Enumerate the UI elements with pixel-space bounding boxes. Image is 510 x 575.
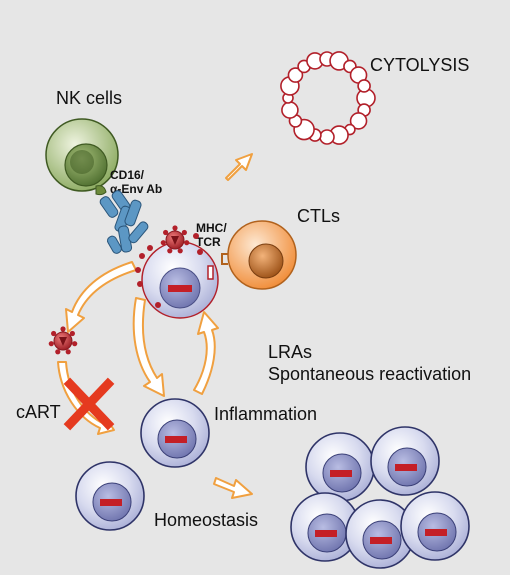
nk-cells-label: NK cells: [56, 88, 122, 108]
virion-spike: [65, 349, 71, 355]
mhc-label: MHC/: [196, 221, 227, 235]
virion-spike: [48, 341, 54, 347]
lras-label: LRAs: [268, 342, 312, 362]
virion-spike: [181, 229, 187, 236]
cytolysis-label: CYTOLYSIS: [370, 55, 469, 75]
virion-spike: [184, 240, 190, 246]
cytolysis-icon: [280, 51, 376, 145]
arrow-to-latency: [132, 297, 165, 397]
alpha-env-ab-label: α-Env Ab: [110, 182, 162, 196]
latent-cell-icon: [305, 432, 375, 502]
virion-spike: [167, 248, 173, 254]
cd16-label: CD16/: [110, 168, 145, 182]
virion-capsid: [59, 337, 67, 346]
latent-cell-icon: [140, 398, 210, 468]
virion-spike: [69, 330, 75, 337]
provirus-bar: [165, 436, 187, 443]
cytolysis-bleb: [349, 112, 368, 130]
spontaneous-reactivation-label: Spontaneous reactivation: [268, 364, 471, 384]
antibody-icon: [99, 190, 149, 254]
virion-spike: [177, 248, 183, 254]
virion-spike: [51, 330, 57, 337]
budding-virion-icon: [160, 225, 190, 254]
latent-cell-icon: [345, 499, 415, 569]
arrow-homeostasis: [213, 477, 253, 499]
virion-spike: [72, 341, 78, 347]
virion-spike: [55, 349, 61, 355]
infected-cell-icon: [135, 233, 219, 319]
inflammation-label: Inflammation: [214, 404, 317, 424]
latent-cell-icon: [400, 491, 470, 561]
arrow-virion-release: [65, 261, 137, 333]
cytolysis-bleb: [281, 101, 299, 119]
provirus-bar: [425, 529, 447, 536]
arrow-reactivation: [193, 311, 219, 395]
nk-cell-icon: [45, 118, 119, 196]
tcr-label: TCR: [196, 235, 221, 249]
cytolysis-bleb: [357, 79, 371, 93]
cross-icon: [63, 377, 115, 431]
virion-capsid: [171, 236, 179, 245]
virion-spike: [172, 225, 178, 231]
cytolysis-bleb: [287, 67, 304, 83]
arrows: [57, 153, 253, 499]
ctls-label: CTLs: [297, 206, 340, 226]
virion-spike: [60, 326, 66, 332]
provirus-bar: [315, 530, 337, 537]
provirus-bar: [330, 470, 352, 477]
provirus-bar: [370, 537, 392, 544]
cart-label: cART: [16, 402, 61, 422]
homeostasis-label: Homeostasis: [154, 510, 258, 530]
virion-spike: [163, 229, 169, 236]
provirus-bar: [395, 464, 417, 471]
latent-cell-icon: [290, 492, 360, 562]
latent-cell-icon: [75, 461, 145, 531]
latent-cell-icon: [370, 426, 440, 496]
cytolysis-bleb: [319, 129, 335, 145]
latent-cells: [75, 398, 470, 569]
virus-icon: [48, 326, 78, 355]
arrow-to-cytolysis: [225, 153, 253, 181]
provirus-bar: [100, 499, 122, 506]
virion-spike: [160, 240, 166, 246]
ctl-cell-icon: [221, 220, 297, 290]
